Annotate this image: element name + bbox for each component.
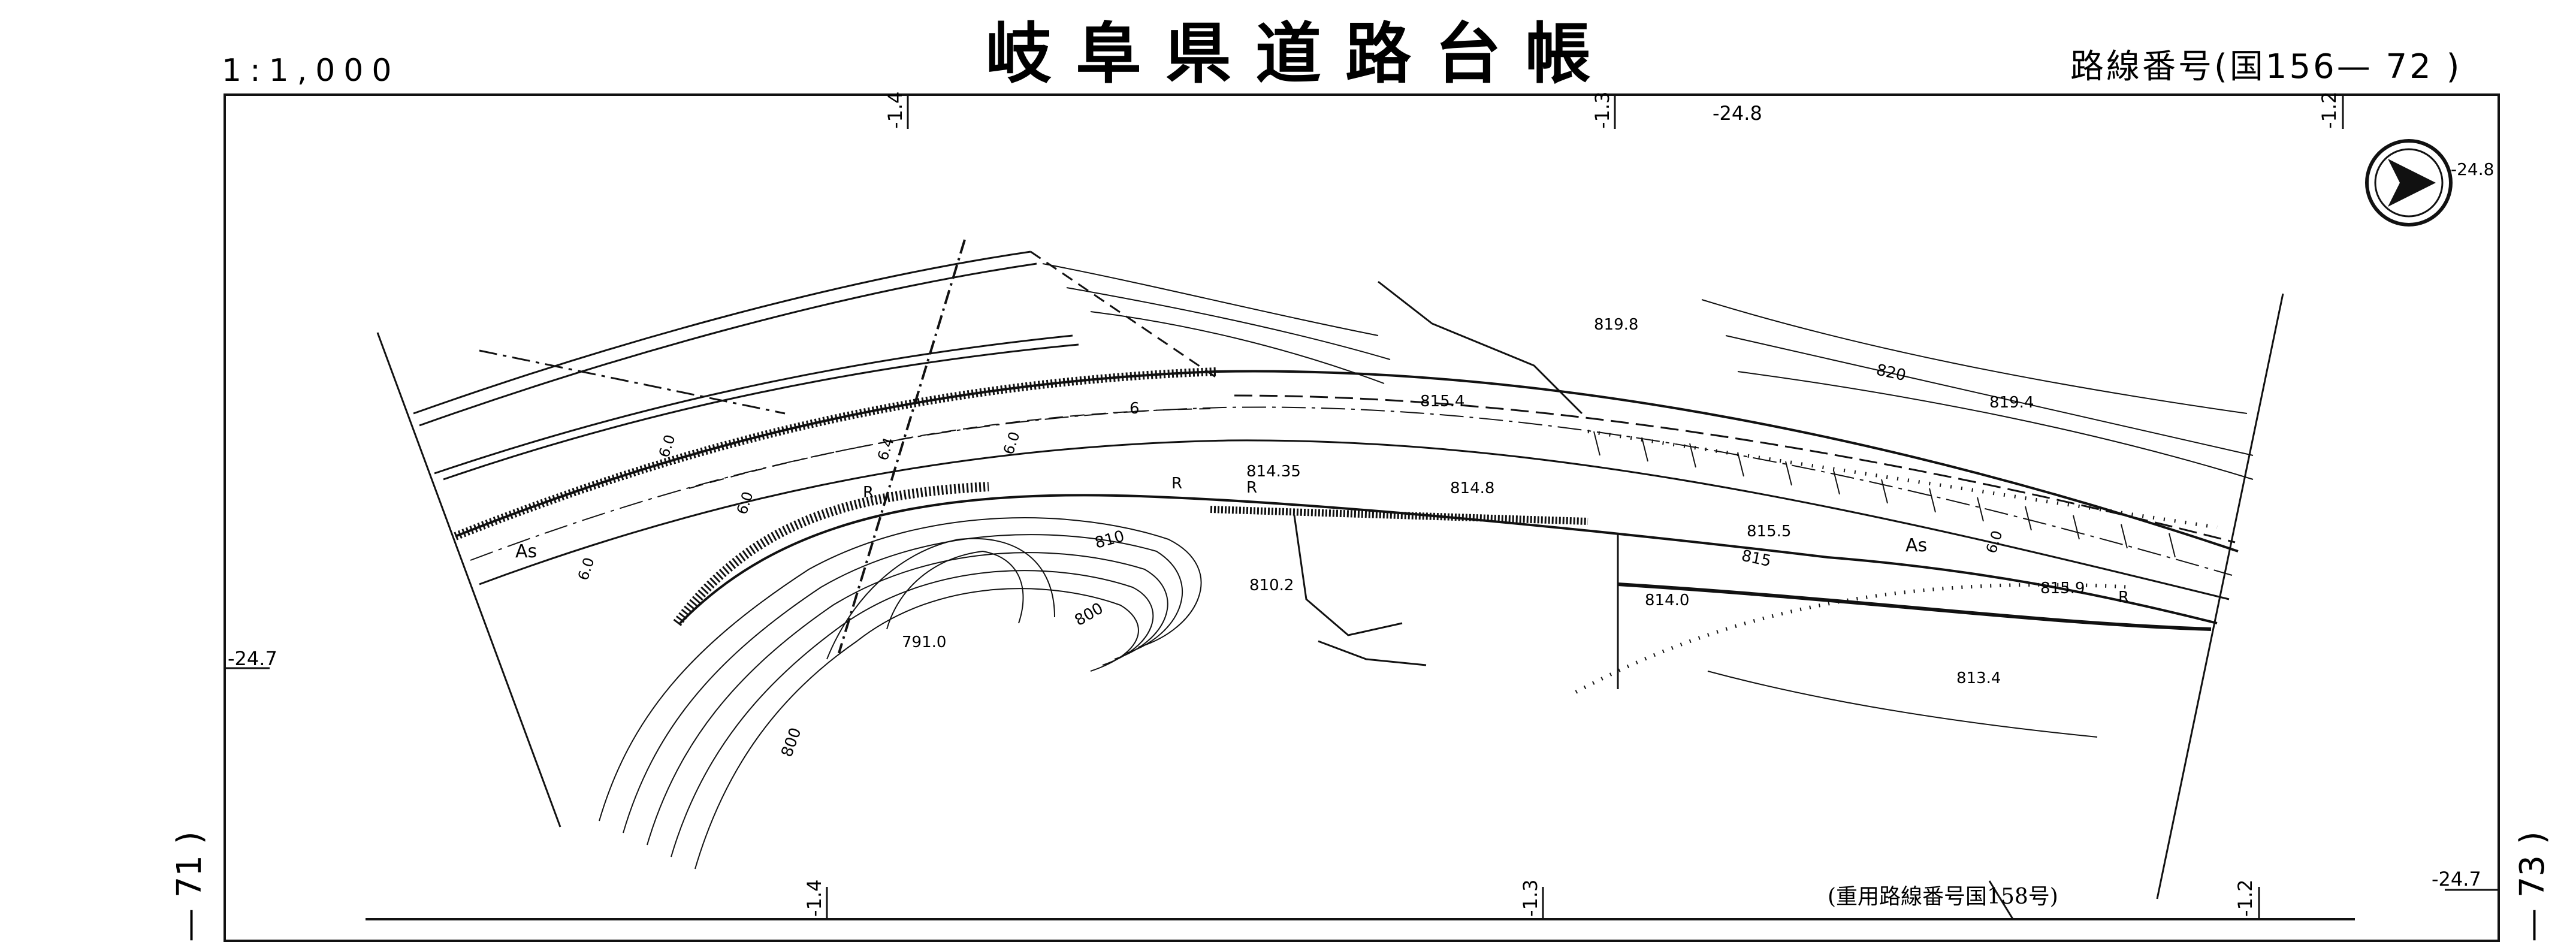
elevation-label: 814.8	[1450, 479, 1494, 497]
elevation-label: 815.5	[1747, 523, 1791, 541]
upper-road	[413, 239, 1217, 654]
contour-label: 800	[1072, 599, 1107, 630]
contour-lines	[599, 263, 2254, 869]
roadside-marker: R	[1246, 479, 1257, 497]
grid-label-bottom-mid: -1.3	[1519, 880, 1542, 917]
grid-label-top-left: -1.4	[884, 92, 907, 129]
surface-label: As	[1905, 535, 1927, 556]
roadside-marker: R	[863, 484, 874, 502]
width-label: 6.0	[575, 555, 597, 582]
grid-label-bottom-right: -1.2	[2234, 880, 2257, 917]
embankment-hatching	[454, 367, 2218, 694]
width-label: 6	[1130, 400, 1140, 418]
map-frame	[224, 93, 2500, 942]
width-label: 6.0	[1000, 430, 1023, 457]
slope-ticks	[1593, 431, 2176, 558]
elevation-label: 791.0	[902, 633, 946, 651]
width-label: 6.4	[874, 436, 897, 463]
page-title: 岐阜県道路台帳	[986, 16, 1615, 92]
side-label-left: — 71 )	[170, 831, 209, 942]
elevation-label: 810.2	[1249, 576, 1294, 594]
width-label: 6.0	[656, 433, 678, 460]
elevation-label: 814.0	[1645, 591, 1689, 609]
route-number: 路線番号(国156— 72 )	[2070, 47, 2462, 86]
grid-label-top-mid: -1.3	[1591, 92, 1614, 129]
elevation-label: 813.4	[1956, 669, 2001, 687]
side-label-right: — 73 )	[2513, 831, 2552, 942]
contour-label: 800	[778, 725, 805, 759]
shared-route-note: (重用路線番号国158号)	[1828, 884, 2058, 909]
grid-coord-left: -24.7	[228, 647, 277, 670]
grid-coord-north: -24.8	[2451, 159, 2494, 179]
scale-label: 1:1,000	[222, 53, 400, 89]
elevation-label: 815.4	[1420, 393, 1464, 410]
roadside-marker: R	[1171, 475, 1182, 493]
grid-label-bottom-left: -1.4	[803, 880, 826, 917]
north-arrow-icon	[2365, 139, 2453, 227]
surface-label: As	[515, 541, 537, 562]
width-label: 6.0	[1983, 529, 2006, 555]
width-label: 6.0	[733, 490, 756, 517]
grid-coord-right: -24.7	[2432, 868, 2481, 890]
elevation-label: 819.4	[1989, 394, 2034, 412]
retaining-walls	[1293, 280, 1619, 689]
contour-label: 820	[1875, 361, 1908, 385]
grid-label-top-right: -1.2	[2318, 92, 2341, 129]
grid-coord-top: -24.8	[1713, 102, 1762, 125]
roadside-marker: R	[2118, 588, 2129, 606]
contour-label: 810	[1093, 527, 1127, 552]
elevation-label: 814.35	[1246, 463, 1301, 481]
elevation-label: 819.8	[1594, 316, 1638, 334]
grid-ticks	[225, 95, 2499, 919]
elevation-label: 815.9	[2040, 579, 2085, 597]
sheet-boundary-lines	[376, 293, 2284, 920]
